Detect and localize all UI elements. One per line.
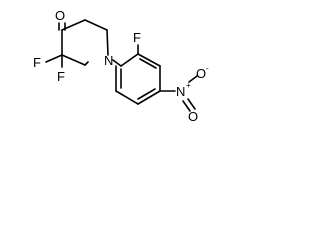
- atom-o-carbonyl: O: [55, 8, 65, 23]
- atom-n-nitro: N: [176, 84, 185, 99]
- bond-c5-c6: [84, 19, 108, 31]
- bond-c2-c3: [61, 54, 86, 66]
- bond-ar-c2-c3-inner: [139, 58, 157, 69]
- bond-ar-c1-c2: [120, 53, 139, 67]
- bond-no2-o-bottom-1: [187, 98, 196, 110]
- charge-o-nitro: -: [206, 64, 209, 73]
- atom-n-piperidine: N: [104, 53, 113, 68]
- atom-f-1: F: [33, 55, 41, 70]
- bond-no2-o-bottom-2: [182, 100, 191, 112]
- atom-f-aryl: F: [133, 30, 141, 45]
- bond-ar-c4-c5-inner: [137, 88, 156, 100]
- charge-n-nitro: +: [186, 81, 191, 90]
- bond-no2-o-top: [188, 75, 198, 83]
- bond-ar-c2-c3: [137, 53, 161, 67]
- molecule-drawing: O F F N F N + O - O: [33, 8, 209, 124]
- atom-o-nitro-top: O: [196, 66, 206, 81]
- bond-ar-c5-c6: [115, 90, 139, 105]
- bond-n1-aryl: [112, 59, 122, 67]
- bond-ar-c4-c5: [137, 90, 161, 105]
- bond-c3-f1: [45, 54, 63, 63]
- bond-c6-n1: [106, 29, 109, 56]
- atom-o-nitro-bottom: O: [188, 109, 198, 124]
- atom-f-2: F: [57, 69, 65, 84]
- bond-c4-c5: [61, 19, 86, 31]
- structure-diagram: O F F N F N + O - O: [0, 0, 230, 148]
